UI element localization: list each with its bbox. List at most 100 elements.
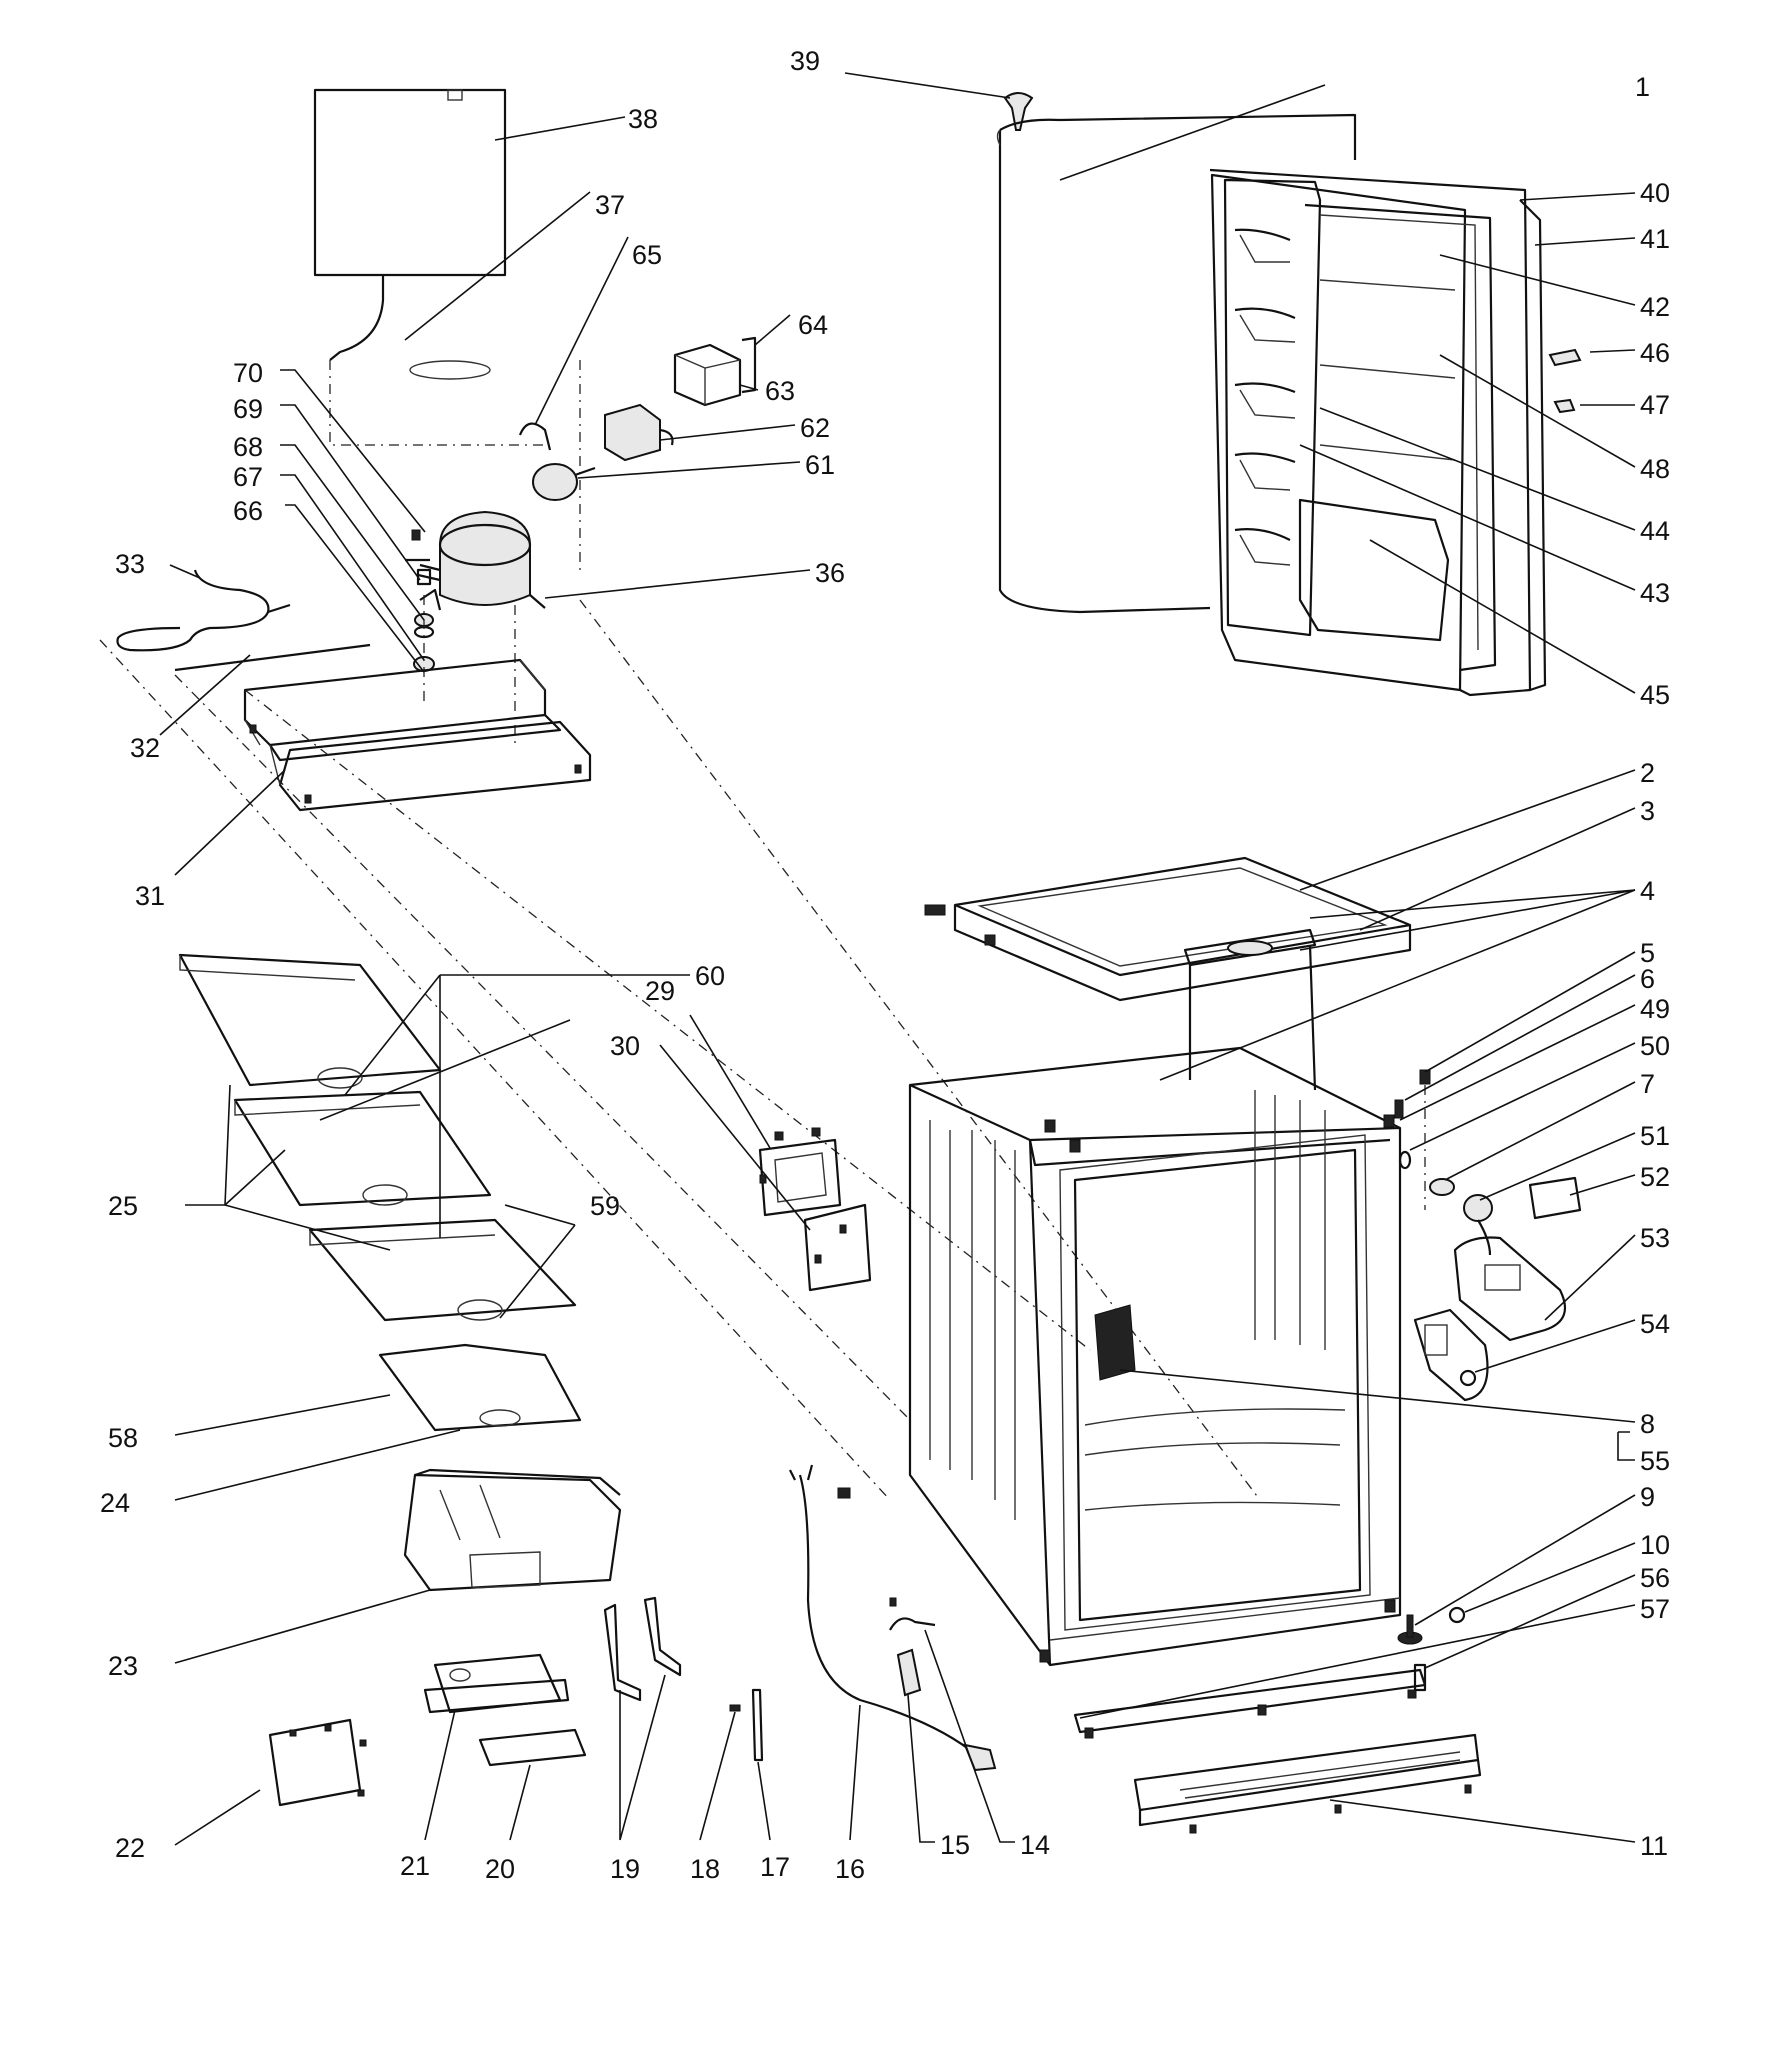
callout-37: 37 bbox=[595, 190, 625, 220]
callout-14: 14 bbox=[1020, 1830, 1050, 1860]
part-39-plug bbox=[1003, 92, 1034, 131]
part-36-compressor bbox=[417, 510, 546, 611]
part-23-crisper-drawer bbox=[403, 1468, 622, 1592]
callout-36: 36 bbox=[815, 558, 845, 588]
callout-38: 38 bbox=[628, 104, 658, 134]
callout-10: 10 bbox=[1640, 1530, 1670, 1560]
part-32-drier-tube bbox=[174, 643, 371, 672]
part-7-lamp bbox=[1429, 1178, 1455, 1196]
part-21-ice-tray bbox=[423, 1653, 570, 1714]
callout-52: 52 bbox=[1640, 1162, 1670, 1192]
part-48-inner-shelf bbox=[1319, 444, 1456, 461]
part-65-clip bbox=[518, 422, 552, 451]
callout-30: 30 bbox=[610, 1031, 640, 1061]
part-9-leveling-foot bbox=[1397, 1614, 1423, 1645]
callout-1: 1 bbox=[1635, 72, 1650, 102]
part-16-power-cord bbox=[789, 1464, 997, 1772]
part-51-switch bbox=[1463, 1194, 1493, 1222]
callout-9: 9 bbox=[1640, 1482, 1655, 1512]
callout-16: 16 bbox=[835, 1854, 865, 1884]
callout-62: 62 bbox=[800, 413, 830, 443]
callout-69: 69 bbox=[233, 394, 263, 424]
part-56-bracket bbox=[1413, 1663, 1427, 1692]
callout-31: 31 bbox=[135, 881, 165, 911]
callout-5: 5 bbox=[1640, 938, 1655, 968]
callout-67: 67 bbox=[233, 462, 263, 492]
callout-32: 32 bbox=[130, 733, 160, 763]
callout-7: 7 bbox=[1640, 1069, 1655, 1099]
part-19-brackets bbox=[603, 1596, 682, 1702]
part-30-plate bbox=[759, 1174, 872, 1292]
callout-39: 39 bbox=[790, 46, 820, 76]
parts-49-50-fasteners bbox=[1394, 1099, 1412, 1170]
callout-24: 24 bbox=[100, 1488, 130, 1518]
part-14-cord-clamp bbox=[889, 1597, 936, 1631]
leader-lines bbox=[159, 72, 1636, 1846]
part-52-label bbox=[1528, 1176, 1582, 1220]
callout-11: 11 bbox=[1640, 1831, 1668, 1861]
callout-3: 3 bbox=[1640, 796, 1655, 826]
callout-19: 19 bbox=[610, 1854, 640, 1884]
callout-48: 48 bbox=[1640, 454, 1670, 484]
callout-46: 46 bbox=[1640, 338, 1670, 368]
part-2-top-cover bbox=[924, 856, 1412, 1002]
callout-64: 64 bbox=[798, 310, 828, 340]
callout-61: 61 bbox=[805, 450, 835, 480]
callout-66: 66 bbox=[233, 496, 263, 526]
callout-6: 6 bbox=[1640, 964, 1655, 994]
callout-65: 65 bbox=[632, 240, 662, 270]
callout-51: 51 bbox=[1640, 1121, 1670, 1151]
callout-43: 43 bbox=[1640, 578, 1670, 608]
callout-50: 50 bbox=[1640, 1031, 1670, 1061]
part-15-strain-relief bbox=[896, 1648, 922, 1697]
part-43-door-racks bbox=[1234, 228, 1296, 566]
callout-58: 58 bbox=[108, 1423, 138, 1453]
part-45-bottom-rack bbox=[1298, 498, 1450, 642]
callout-53: 53 bbox=[1640, 1223, 1670, 1253]
callout-4: 4 bbox=[1640, 876, 1655, 906]
part-33-condenser-coil bbox=[116, 569, 291, 652]
part-1-door-outer bbox=[996, 113, 1357, 614]
support-bar bbox=[1073, 1668, 1427, 1734]
callout-44: 44 bbox=[1640, 516, 1670, 546]
callout-29: 29 bbox=[645, 976, 675, 1006]
part-38-cover-panel bbox=[313, 88, 507, 361]
callout-56: 56 bbox=[1640, 1563, 1670, 1593]
callout-23: 23 bbox=[108, 1651, 138, 1681]
part-40-door-liner bbox=[1209, 168, 1547, 697]
part-18-screw bbox=[729, 1704, 741, 1712]
callout-22: 22 bbox=[115, 1833, 145, 1863]
part-57-screw bbox=[1407, 1689, 1417, 1699]
callout-57: 57 bbox=[1640, 1594, 1670, 1624]
callout-8: 8 bbox=[1640, 1409, 1655, 1439]
callout-18: 18 bbox=[690, 1854, 720, 1884]
part-53-lamp-housing bbox=[1453, 1219, 1567, 1342]
part-17-rod bbox=[751, 1688, 764, 1762]
callout-55: 55 bbox=[1640, 1446, 1670, 1476]
callout-labels: 39 1 40 41 42 46 47 48 44 43 45 38 37 65… bbox=[100, 46, 1670, 1884]
part-47-bushing bbox=[1553, 398, 1576, 414]
callout-70: 70 bbox=[233, 358, 263, 388]
callout-17: 17 bbox=[760, 1852, 790, 1882]
callout-21: 21 bbox=[400, 1851, 430, 1881]
callout-2: 2 bbox=[1640, 758, 1655, 788]
cabinet-body bbox=[908, 1046, 1402, 1667]
part-22-cover-plate bbox=[268, 1718, 367, 1807]
part-63-cover bbox=[673, 343, 742, 407]
callout-20: 20 bbox=[485, 1854, 515, 1884]
part-20-pad bbox=[478, 1728, 587, 1767]
part-61-overload bbox=[532, 463, 596, 501]
part-31-base-frame bbox=[243, 658, 592, 812]
callout-47: 47 bbox=[1640, 390, 1670, 420]
part-54-thermostat-cover bbox=[1413, 1308, 1489, 1402]
callout-33: 33 bbox=[115, 549, 145, 579]
callout-15: 15 bbox=[940, 1830, 970, 1860]
callout-42: 42 bbox=[1640, 292, 1670, 322]
part-8-vent bbox=[1094, 1304, 1136, 1381]
part-11-kickplate-grille bbox=[1133, 1733, 1482, 1834]
part-46-hinge-pin bbox=[1548, 348, 1582, 367]
callout-60: 60 bbox=[695, 961, 725, 991]
callout-40: 40 bbox=[1640, 178, 1670, 208]
callout-45: 45 bbox=[1640, 680, 1670, 710]
